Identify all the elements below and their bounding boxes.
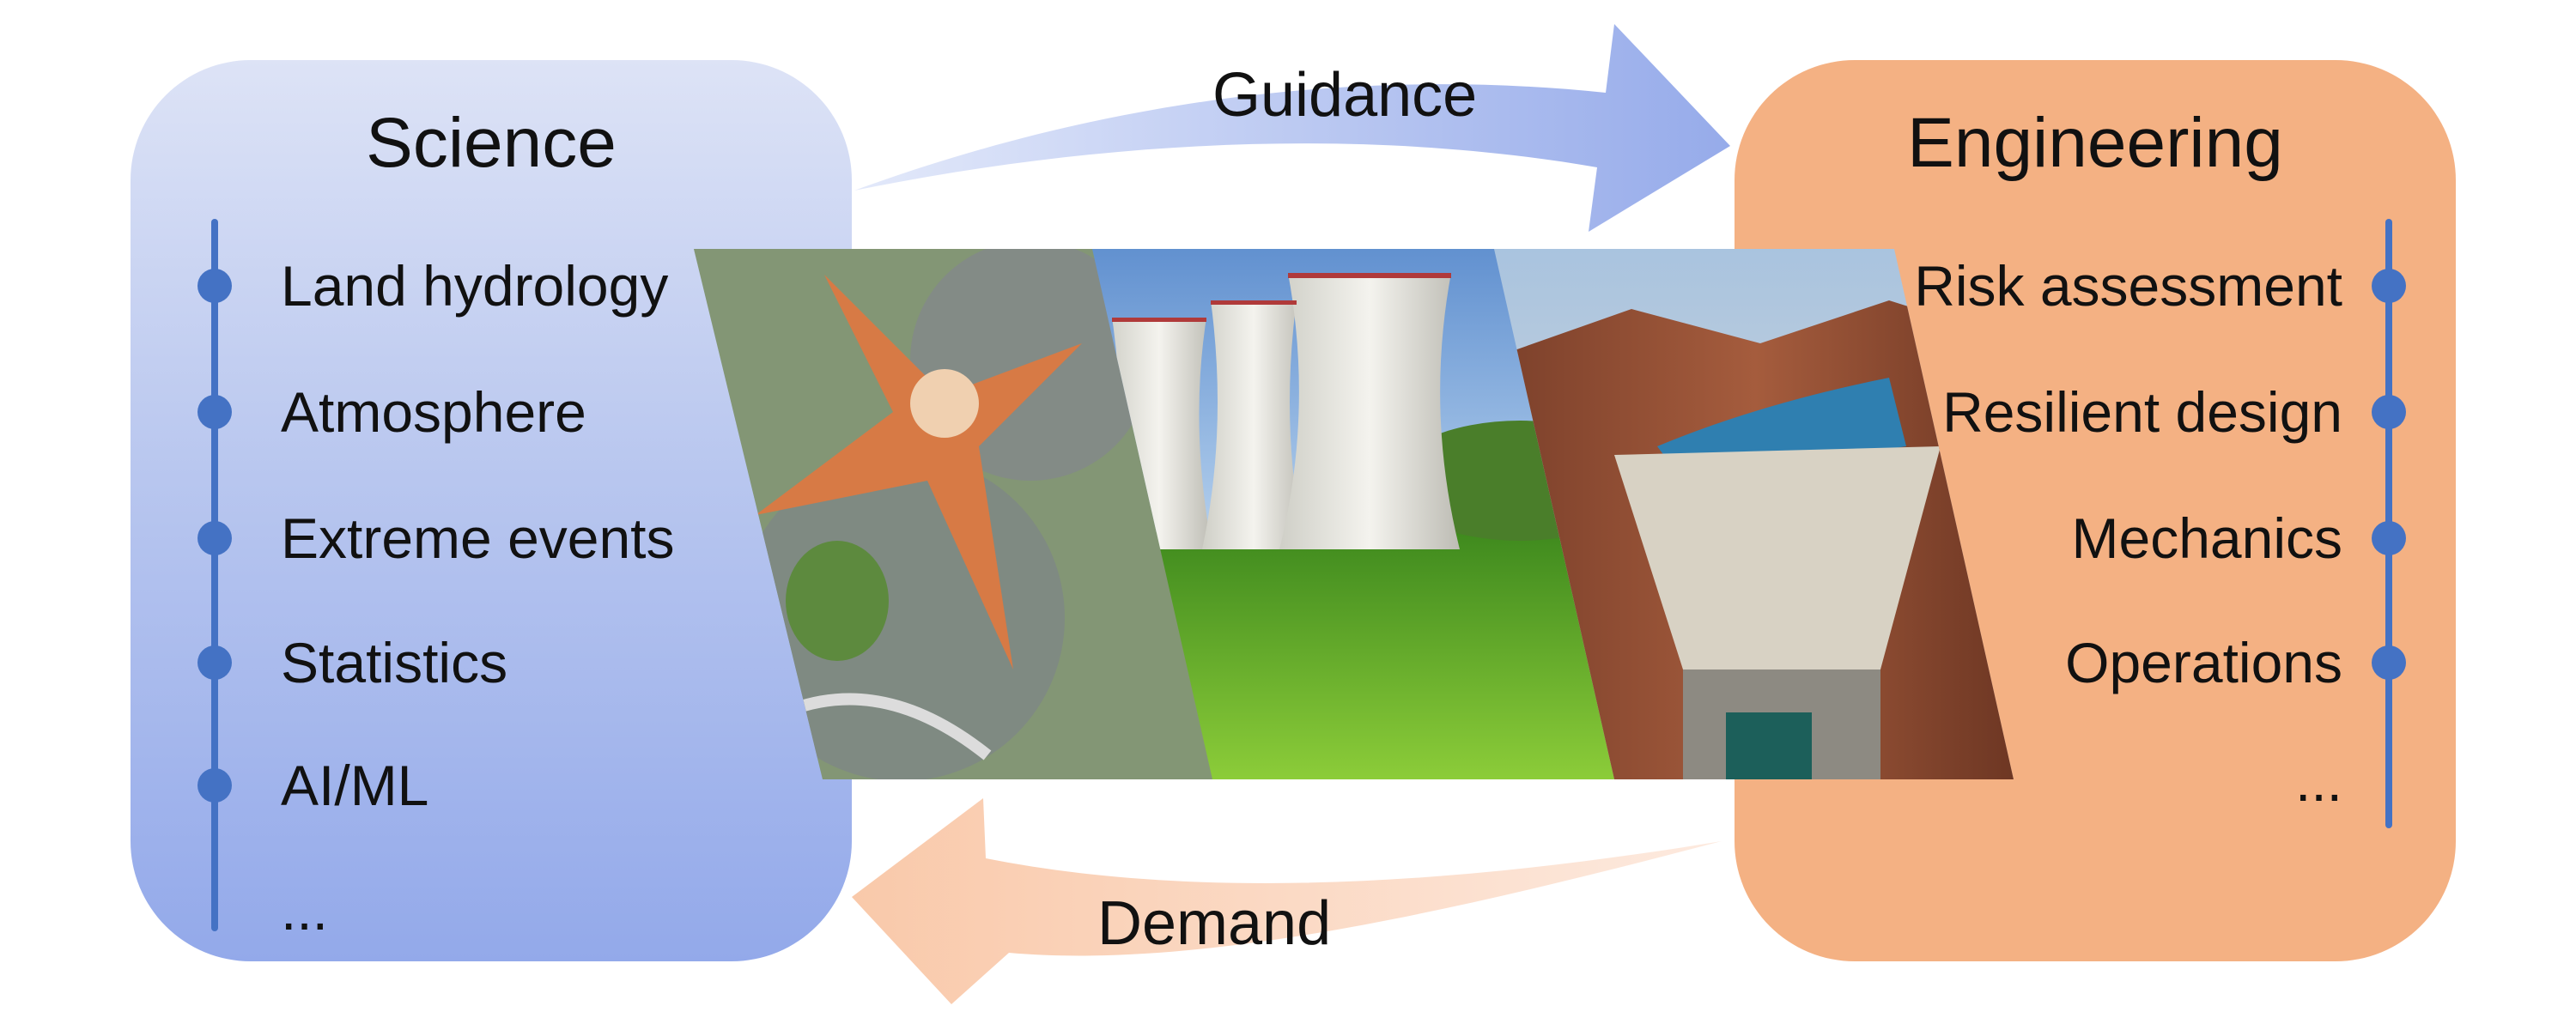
science-panel: Science Land hydrology Atmosphere Extrem… — [131, 60, 852, 961]
science-item-extreme-events: Extreme events — [131, 500, 852, 577]
science-item-label: Extreme events — [281, 506, 675, 570]
science-timeline-line — [211, 219, 218, 931]
engineering-item-label: Operations — [2065, 631, 2342, 694]
engineering-title: Engineering — [1907, 104, 2283, 182]
engineering-item-resilient-design: Resilient design — [1735, 373, 2456, 451]
science-item-label: Atmosphere — [281, 380, 586, 444]
engineering-item-more: ... — [1735, 742, 2456, 820]
engineering-item-label: ... — [2294, 749, 2342, 813]
engineering-item-mechanics: Mechanics — [1735, 500, 2456, 577]
engineering-item-label: Resilient design — [1942, 380, 2342, 444]
science-item-label: Land hydrology — [281, 254, 669, 318]
guidance-label: Guidance — [1212, 61, 1478, 130]
bullet-dot — [2372, 521, 2406, 555]
bullet-dot — [2372, 269, 2406, 303]
science-title: Science — [366, 104, 617, 182]
engineering-item-operations: Operations — [1735, 624, 2456, 701]
science-item-atmosphere: Atmosphere — [131, 373, 852, 451]
science-item-statistics: Statistics — [131, 624, 852, 701]
science-item-label: ... — [281, 878, 329, 942]
bullet-dot — [197, 645, 232, 680]
bullet-dot — [197, 395, 232, 429]
bullet-dot — [197, 521, 232, 555]
engineering-item-label: Mechanics — [2071, 506, 2342, 570]
bullet-dot — [197, 269, 232, 303]
science-item-label: AI/ML — [281, 754, 429, 817]
bullet-dot — [2372, 395, 2406, 429]
science-item-land-hydrology: Land hydrology — [131, 247, 852, 324]
engineering-item-label: Risk assessment — [1914, 254, 2342, 318]
bullet-dot — [2372, 645, 2406, 680]
science-item-more: ... — [131, 871, 852, 948]
engineering-item-risk-assessment: Risk assessment — [1735, 247, 2456, 324]
demand-label: Demand — [1097, 889, 1332, 958]
science-item-ai-ml: AI/ML — [131, 747, 852, 824]
science-item-label: Statistics — [281, 631, 508, 694]
bullet-dot — [197, 768, 232, 803]
